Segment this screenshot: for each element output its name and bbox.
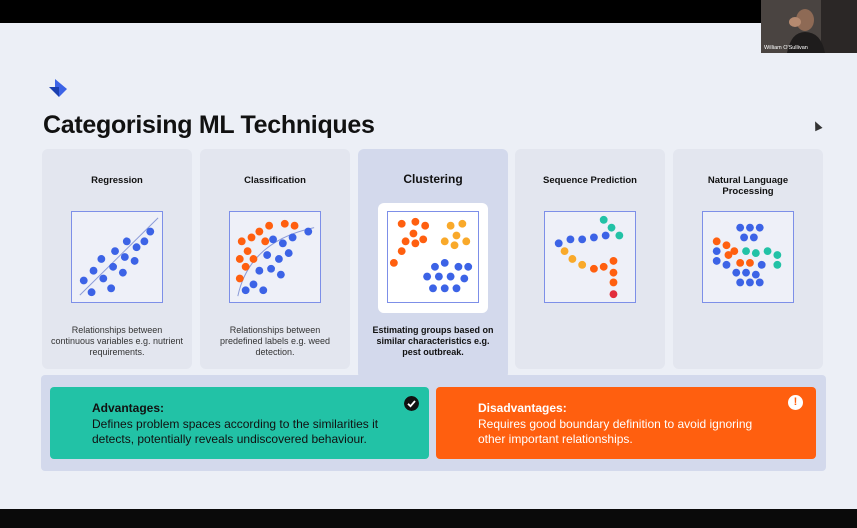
card-description: Relationships between continuous variabl… <box>50 325 184 357</box>
card-nlp: Natural Language Processing <box>673 149 823 369</box>
card-title: Regression <box>91 175 143 186</box>
card-regression: Regression Relationships between continu… <box>42 149 192 369</box>
bottom-bar <box>0 509 857 528</box>
regression-plot-icon <box>71 211 163 303</box>
card-sequence-prediction: Sequence Prediction <box>515 149 665 369</box>
clustering-plot-icon <box>387 211 479 303</box>
webcam-thumbnail[interactable]: William O'Sullivan <box>761 0 857 53</box>
sequence-plot-icon <box>544 211 636 303</box>
disadvantages-text: Requires good boundary definition to avo… <box>478 417 753 446</box>
advantages-title: Advantages: <box>92 401 165 415</box>
check-icon <box>404 396 419 411</box>
mouse-cursor-icon <box>811 119 823 132</box>
presentation-slide: Categorising ML Techniques Regression Re… <box>0 23 857 509</box>
card-title: Natural Language Processing <box>707 175 789 197</box>
alert-icon: ! <box>788 395 803 410</box>
card-description: Relationships between predefined labels … <box>219 325 331 357</box>
logo-icon <box>49 79 67 97</box>
plot-frame <box>378 203 488 313</box>
card-title: Sequence Prediction <box>543 175 637 186</box>
disadvantages-box: Disadvantages: Requires good boundary de… <box>436 387 816 459</box>
nlp-plot-icon <box>702 211 794 303</box>
card-description: Estimating groups based on similar chara… <box>372 325 494 357</box>
card-title: Classification <box>244 175 306 186</box>
card-classification: Classification Relationships between pre… <box>200 149 350 369</box>
card-title: Clustering <box>403 172 463 186</box>
participant-name: William O'Sullivan <box>764 45 808 51</box>
slide-title: Categorising ML Techniques <box>43 111 375 139</box>
advantages-text: Defines problem spaces according to the … <box>92 417 379 446</box>
classification-plot-icon <box>229 211 321 303</box>
card-clustering: Clustering Estimati <box>358 149 508 379</box>
webcam-person-icon <box>761 0 857 53</box>
advantages-box: Advantages: Defines problem spaces accor… <box>50 387 429 459</box>
disadvantages-title: Disadvantages: <box>478 401 567 415</box>
